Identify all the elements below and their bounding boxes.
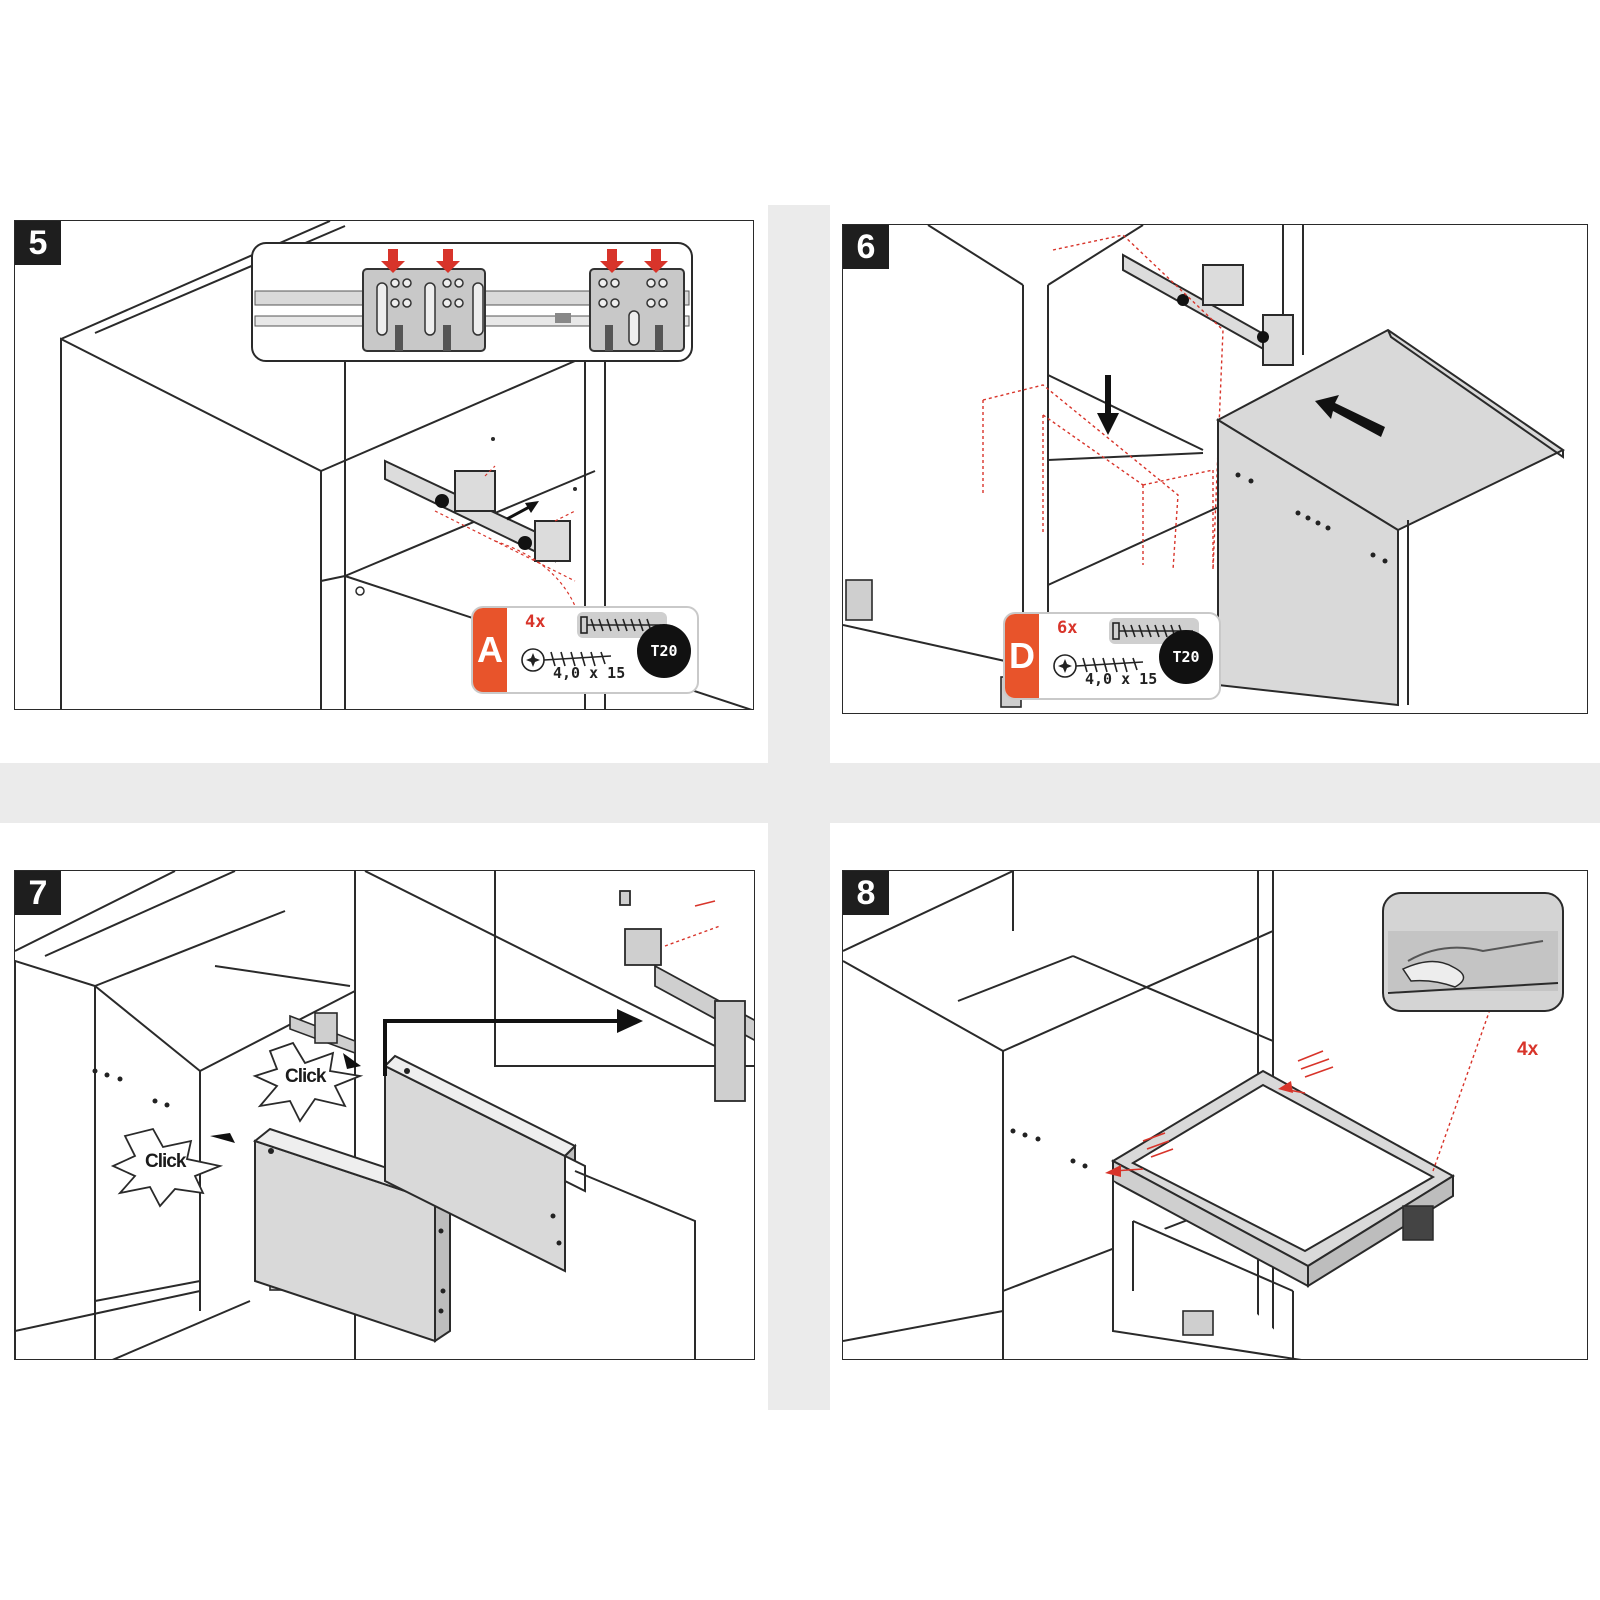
step-5-illustration [60, 221, 753, 709]
click-label: Click [145, 1151, 186, 1172]
hardware-card-d: D 6x 4,0 x 15 T20 [1003, 612, 1221, 700]
hardware-letter: D [1005, 614, 1039, 698]
step-8-detail-inset [1382, 892, 1564, 1012]
step-number-badge: 8 [843, 871, 889, 915]
hardware-letter: A [473, 608, 507, 692]
step-7-illustration [15, 871, 754, 1359]
torx-tool-icon: T20 [637, 624, 691, 678]
hardware-quantity: 4x [525, 612, 546, 632]
clip-count-label: 4x [1517, 1039, 1539, 1060]
screw-size: 4,0 x 15 [553, 664, 626, 682]
screw-size: 4,0 x 15 [1085, 670, 1158, 688]
step-number-badge: 5 [15, 221, 61, 265]
step-6-panel: 6 D 6x 4,0 x 15 T20 [842, 224, 1588, 714]
step-5-panel: 5 A 4x 4,0 x 15 T20 [14, 220, 754, 710]
step-number-badge: 7 [15, 871, 61, 915]
torx-tool-icon: T20 [1159, 630, 1213, 684]
click-label: Click [285, 1066, 326, 1087]
step-8-panel: 8 4x [842, 870, 1588, 1360]
step-number-badge: 6 [843, 225, 889, 269]
step-7-panel: 7 Click Click [14, 870, 755, 1360]
hardware-quantity: 6x [1057, 618, 1078, 638]
step-5-detail-inset [251, 242, 693, 362]
hardware-card-a: A 4x 4,0 x 15 T20 [471, 606, 699, 694]
separator-horizontal [0, 763, 1600, 823]
step-8-illustration [843, 871, 1564, 1359]
